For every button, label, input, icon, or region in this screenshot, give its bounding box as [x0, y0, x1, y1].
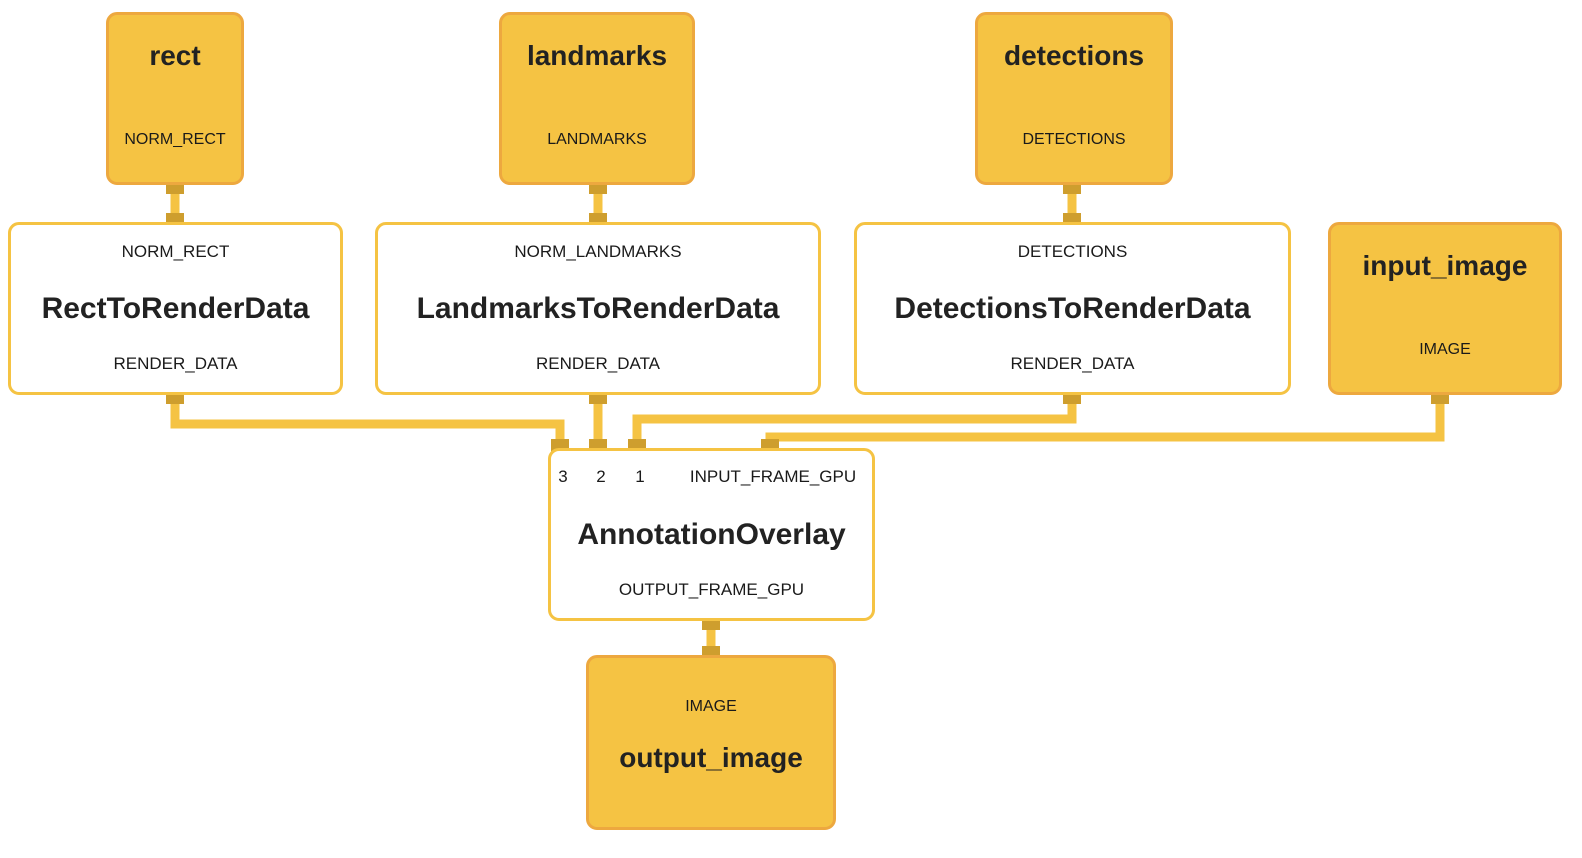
node-detections-to-render-data-output-port-label: RENDER_DATA: [1010, 353, 1135, 373]
node-annotation-overlay-output-port-label: OUTPUT_FRAME_GPU: [618, 579, 805, 599]
node-landmarks-title: landmarks: [526, 40, 668, 72]
node-annotation-overlay-input-port-frame: INPUT_FRAME_GPU: [689, 467, 857, 486]
node-landmarks-output-port-label: LANDMARKS: [547, 131, 647, 149]
node-landmarks-to-render-data-output-port-label: RENDER_DATA: [535, 353, 661, 373]
node-landmarks-to-render-data[interactable]: NORM_LANDMARKS LandmarksToRenderData REN…: [375, 222, 821, 395]
node-output-image[interactable]: IMAGE output_image: [586, 655, 836, 830]
node-detections-to-render-data[interactable]: DETECTIONS DetectionsToRenderData RENDER…: [854, 222, 1291, 395]
node-rect-to-render-data-title: RectToRenderData: [41, 291, 310, 325]
node-landmarks-to-render-data-title: LandmarksToRenderData: [416, 291, 780, 325]
node-rect[interactable]: rect NORM_RECT: [106, 12, 244, 185]
node-output-image-input-port-label: IMAGE: [685, 698, 737, 716]
node-detections-to-render-data-title: DetectionsToRenderData: [894, 291, 1251, 325]
node-annotation-overlay-input-port-2: 2: [596, 467, 606, 486]
node-annotation-overlay-input-row: 3 2 1 INPUT_FRAME_GPU: [551, 451, 872, 507]
edge-detections-render-data-to-overlay-1: [632, 395, 1077, 448]
node-detections[interactable]: detections DETECTIONS: [975, 12, 1173, 185]
node-input-image-title: input_image: [1362, 250, 1528, 282]
node-landmarks-to-render-data-input-port-label: NORM_LANDMARKS: [514, 242, 682, 262]
node-rect-to-render-data[interactable]: NORM_RECT RectToRenderData RENDER_DATA: [8, 222, 343, 395]
node-rect-output-port-label: NORM_RECT: [124, 131, 226, 149]
node-annotation-overlay-title: AnnotationOverlay: [577, 517, 846, 551]
edge-rect-render-data-to-overlay-3: [170, 395, 565, 448]
node-landmarks[interactable]: landmarks LANDMARKS: [499, 12, 695, 185]
node-rect-to-render-data-output-port-label: RENDER_DATA: [113, 353, 238, 373]
node-input-image-output-port-label: IMAGE: [1419, 341, 1471, 359]
node-annotation-overlay-input-port-1: 1: [635, 467, 645, 486]
node-annotation-overlay-input-port-3: 3: [558, 467, 568, 486]
node-detections-output-port-label: DETECTIONS: [1022, 131, 1126, 149]
node-rect-title: rect: [149, 40, 201, 72]
node-annotation-overlay[interactable]: 3 2 1 INPUT_FRAME_GPU AnnotationOverlay …: [548, 448, 875, 621]
node-output-image-title: output_image: [619, 741, 803, 773]
node-input-image[interactable]: input_image IMAGE: [1328, 222, 1562, 395]
node-detections-title: detections: [1003, 40, 1145, 72]
node-detections-to-render-data-input-port-label: DETECTIONS: [1017, 242, 1128, 262]
edge-input-image-to-overlay-frame: [765, 395, 1445, 448]
node-rect-to-render-data-input-port-label: NORM_RECT: [121, 242, 230, 262]
